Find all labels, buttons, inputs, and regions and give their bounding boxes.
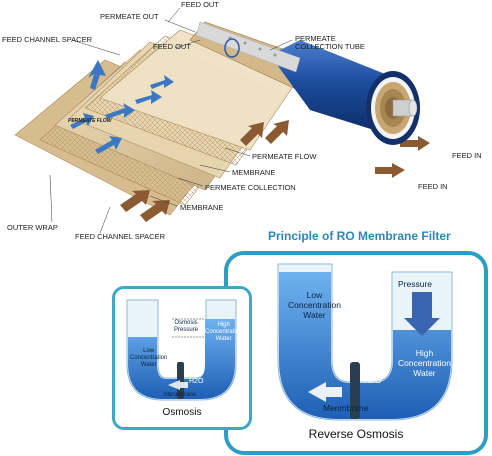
label-feed-in-right: FEED IN <box>452 151 482 160</box>
reverse-membrane-label: Menmbrane <box>323 403 369 413</box>
label-feed-channel-spacer-bottom: FEED CHANNEL SPACER <box>75 232 166 241</box>
osmosis-low-water-label: Low Concentration Water <box>130 348 168 368</box>
osmosis-caption: Osmosis <box>162 407 202 418</box>
principle-title: Principle of RO Membrane Filter <box>268 229 451 243</box>
reverse-water-flow-arrow <box>308 382 342 402</box>
leader-lines <box>49 7 293 234</box>
label-permeate-collection-tube: PERMEATE COLLECTION TUBE <box>295 34 365 51</box>
reverse-osmosis-caption: Reverse Osmosis <box>308 427 404 441</box>
label-feed-out-mid: FEED OUT <box>153 42 191 51</box>
label-membrane-mid: MEMBRANE <box>232 168 276 177</box>
membrane-cylinder <box>189 21 420 145</box>
label-outer-wrap: OUTER WRAP <box>7 223 58 232</box>
flow-arrow <box>105 103 135 119</box>
feed-arrow <box>140 200 170 222</box>
osmosis-pressure-label: Osmosis Pressure <box>174 320 199 333</box>
reverse-h2o-label: H2O <box>364 375 382 385</box>
osmosis-h2o-label: H2O <box>189 378 204 385</box>
label-permeate-out: PERMEATE OUT <box>100 12 159 21</box>
reverse-pressure-label: Pressure <box>398 279 433 289</box>
flow-arrow <box>95 136 122 154</box>
label-permeate-collection: PERMEATE COLLECTION <box>205 183 296 192</box>
reverse-high-water-label: High Concentration Water <box>398 348 451 378</box>
osmosis-water-flow-arrow <box>168 380 188 390</box>
flow-arrow <box>135 90 162 104</box>
feed-arrow <box>240 122 264 146</box>
label-feed-channel-spacer-top: FEED CHANNEL SPACER <box>2 35 93 44</box>
feed-arrow <box>265 120 289 144</box>
label-feed-out-top: FEED OUT <box>181 0 219 9</box>
label-permeate-flow-italic: PERMEATE FLOW <box>68 118 112 124</box>
feed-arrow <box>120 190 150 212</box>
feed-in-arrow-low <box>375 163 405 178</box>
feed-in-arrow-right <box>400 136 430 151</box>
osmosis-high-water-label: High Concentration Water <box>205 322 243 342</box>
label-feed-in-low: FEED IN <box>418 182 448 191</box>
feed-out-arrow-left <box>88 60 106 90</box>
osmosis-membrane-label: Menmbrane <box>164 392 197 398</box>
reverse-membrane-disc <box>350 362 360 419</box>
reverse-low-water-label: Low Concentration Water <box>288 290 341 320</box>
flow-arrow <box>150 75 174 89</box>
flow-arrows <box>70 60 174 154</box>
feed-arrows <box>120 120 430 222</box>
label-membrane-low: MEMBRANE <box>180 203 224 212</box>
osmosis-membrane-disc <box>177 362 184 399</box>
flow-arrow <box>70 113 94 129</box>
label-permeate-flow: PERMEATE FLOW <box>252 152 317 161</box>
reverse-pressure-arrow <box>404 292 440 336</box>
